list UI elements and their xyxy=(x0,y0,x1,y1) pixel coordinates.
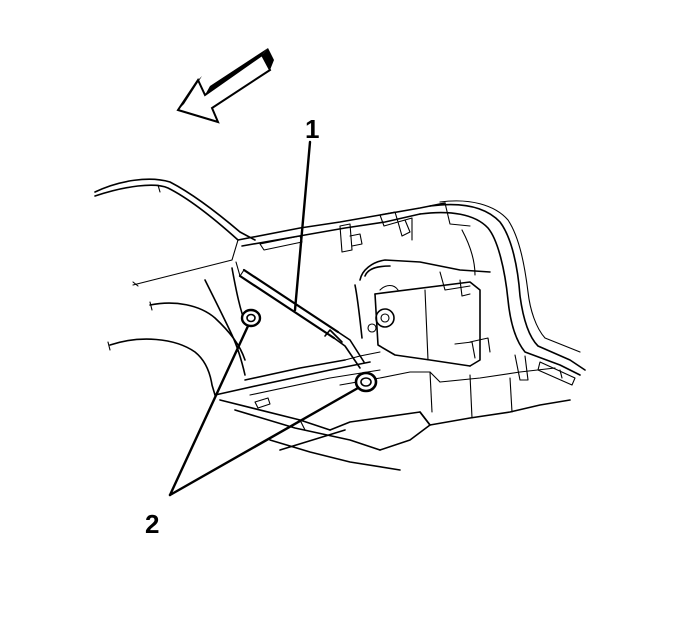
trunk-lid-support-rod xyxy=(235,261,365,369)
vehicle-trunk-outline xyxy=(94,178,586,471)
front-direction-arrow-icon xyxy=(176,48,274,124)
leader-line-2a xyxy=(168,324,250,497)
callout-2: 2 xyxy=(145,509,159,539)
leader-line-1 xyxy=(293,140,312,312)
rod-bushing-lower xyxy=(354,371,378,393)
callout-1: 1 xyxy=(305,114,319,144)
leader-line-2b xyxy=(168,386,360,497)
rod-bushing-upper xyxy=(240,308,262,328)
